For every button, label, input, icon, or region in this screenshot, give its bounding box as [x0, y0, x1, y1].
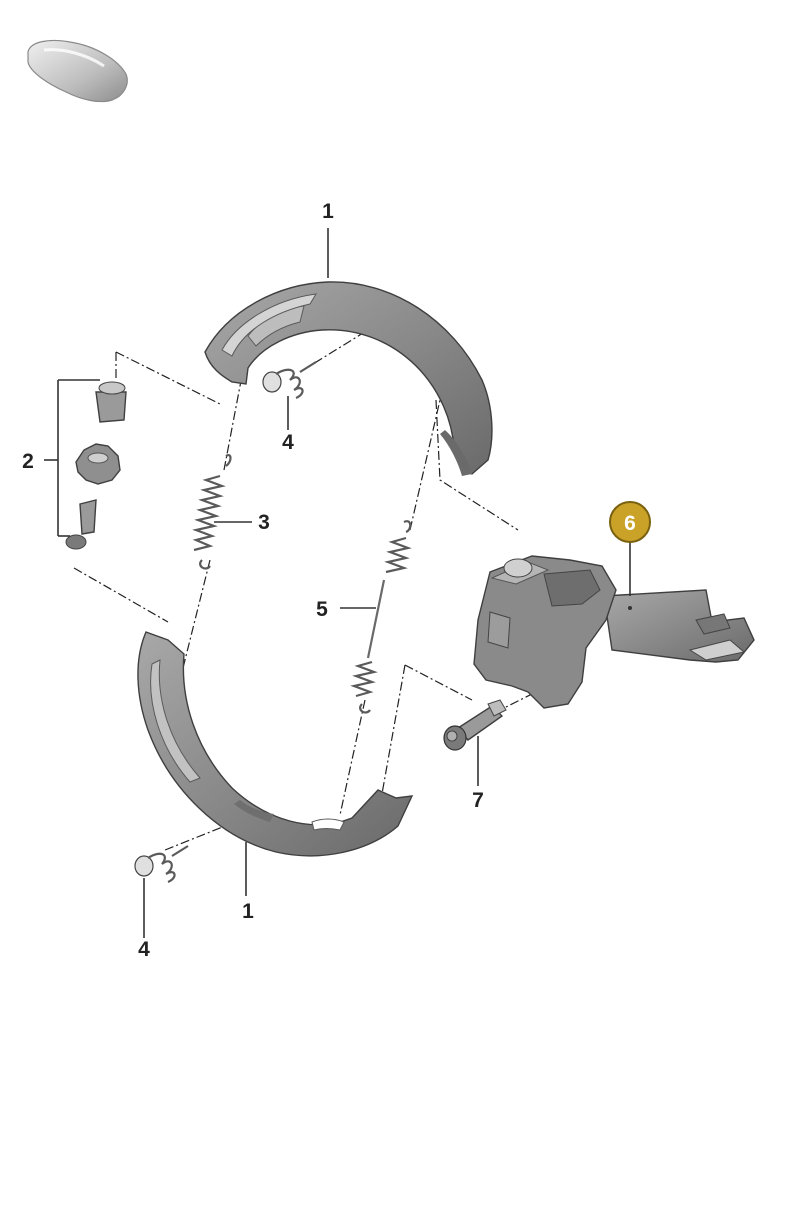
spring-long[interactable] [350, 520, 412, 714]
hold-down-spring-upper[interactable] [262, 361, 317, 400]
callout-1-lower: 1 [242, 900, 254, 923]
actuator-motor[interactable] [473, 555, 755, 709]
callout-3: 3 [258, 511, 270, 534]
callout-2: 2 [22, 450, 34, 473]
callout-6: 6 [624, 512, 636, 535]
adjuster-assembly[interactable] [65, 381, 127, 550]
brake-shoe-upper[interactable] [204, 281, 493, 476]
bolt[interactable] [443, 699, 507, 751]
callout-4-lower: 4 [138, 938, 150, 961]
callout-7: 7 [472, 789, 484, 812]
car-silhouette-icon[interactable] [27, 39, 128, 103]
callout-1-upper: 1 [322, 200, 334, 223]
leader-lines [44, 228, 631, 938]
brake-shoe-lower[interactable] [137, 631, 414, 857]
callout-4-upper: 4 [282, 431, 294, 454]
hold-down-spring-lower[interactable] [134, 845, 189, 884]
callout-5: 5 [316, 598, 328, 621]
callout-6-badge[interactable]: 6 [609, 501, 651, 543]
spring-short[interactable] [192, 454, 232, 570]
